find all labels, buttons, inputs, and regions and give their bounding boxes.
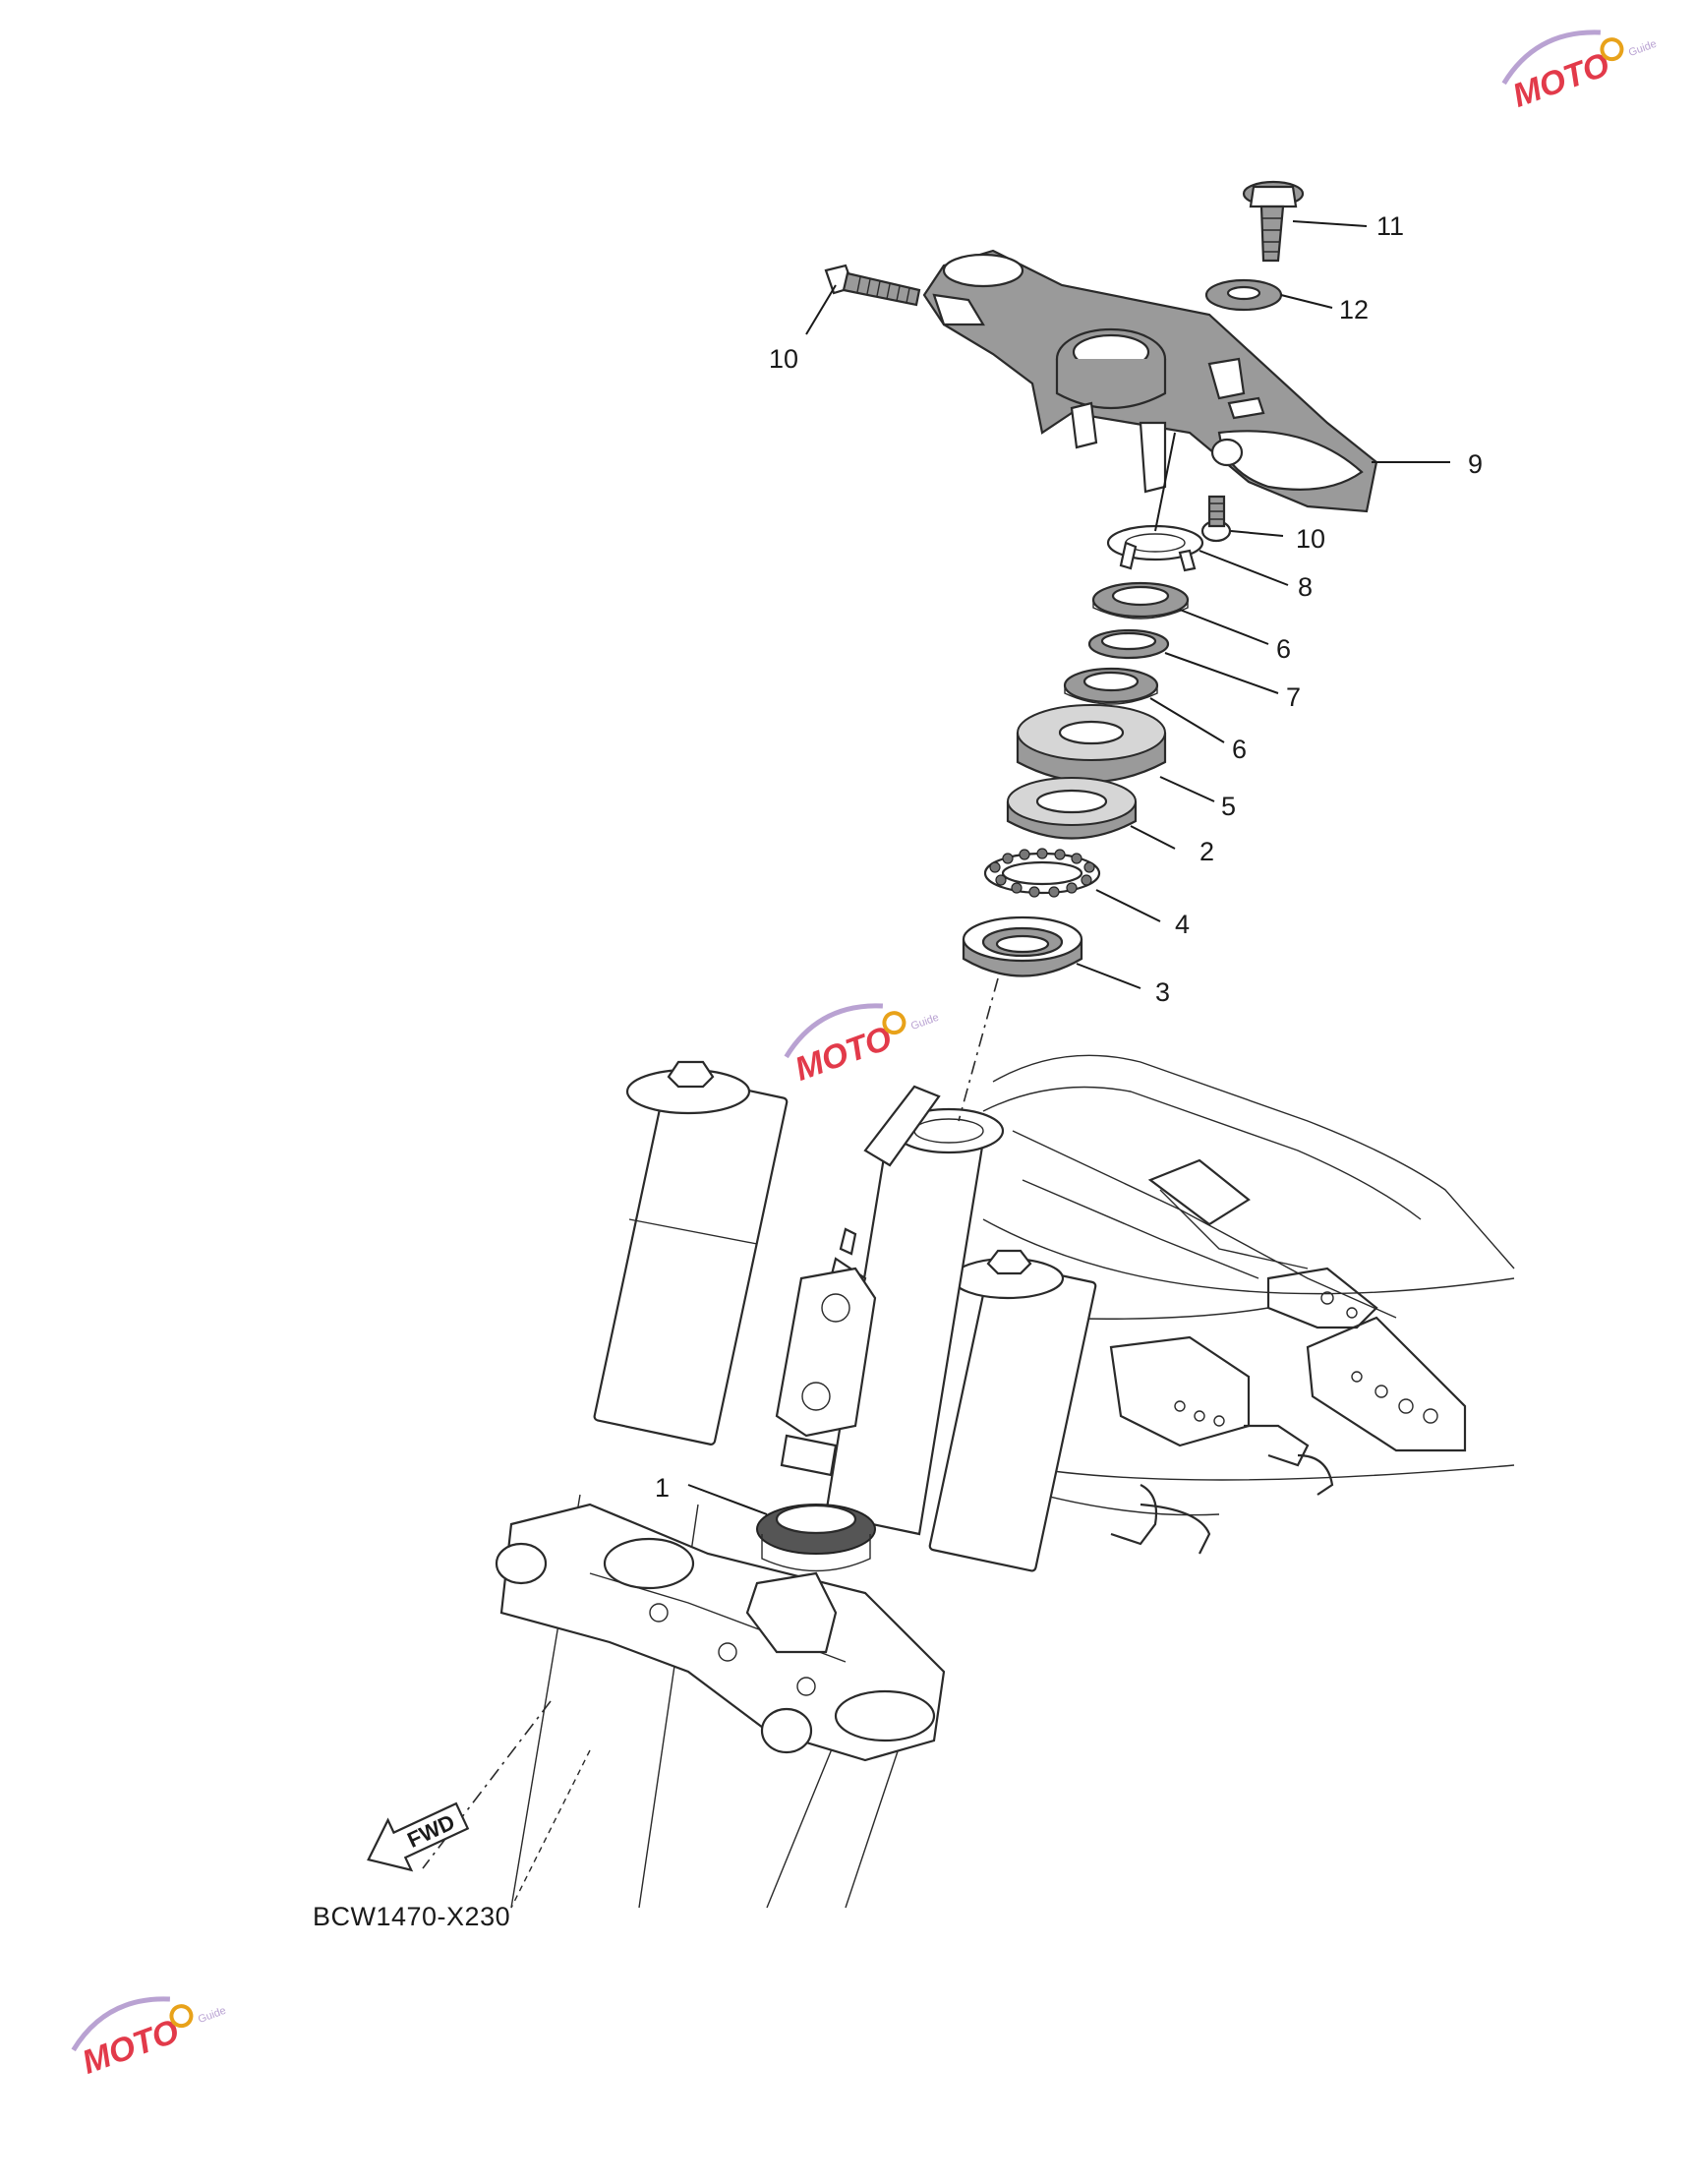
part-3-seal [962, 915, 1083, 977]
part-6-ring-nut-upper [1091, 581, 1190, 620]
part-10-long-bolt [824, 264, 985, 326]
callout-6-lower: 6 [1232, 735, 1247, 764]
fwd-arrow: FWD [367, 1801, 470, 1872]
watermark-sub: Guide [197, 2005, 228, 2026]
watermark-bottom-left: MOTO Guide [71, 1996, 228, 2082]
right-fork-tube [766, 1249, 1097, 1909]
part-8-lock-washer [1106, 524, 1204, 572]
part-9-upper-bracket [922, 249, 1378, 513]
steering-stem [775, 1085, 1005, 1536]
part-7-washer [1087, 628, 1170, 660]
callout-labels: 11 12 10 9 10 8 6 7 6 5 2 4 3 1 [655, 211, 1483, 1503]
left-fork-tube [510, 1060, 789, 1909]
part-11-bolt [1242, 180, 1305, 263]
callout-12: 12 [1339, 295, 1369, 325]
lower-bracket [495, 1503, 946, 1762]
frame-chassis [982, 1054, 1515, 1555]
part-10-short-bolt [1200, 495, 1232, 543]
watermark-sub: Guide [909, 1012, 941, 1033]
part-1-bearing [756, 1504, 876, 1572]
callout-9: 9 [1468, 449, 1483, 479]
part-2-race [1006, 777, 1138, 840]
watermark-top-right: MOTO Guide [1501, 30, 1659, 115]
callout-4: 4 [1175, 910, 1190, 939]
watermark-sub: Guide [1627, 38, 1659, 59]
part-6-ring-nut-lower [1063, 667, 1159, 705]
leader-lines [687, 220, 1450, 1515]
callout-1: 1 [655, 1473, 670, 1503]
callout-5: 5 [1221, 792, 1236, 821]
callout-11: 11 [1376, 211, 1404, 241]
part-4-bearing [983, 848, 1101, 898]
callout-10-upper: 10 [769, 344, 798, 374]
callout-7: 7 [1286, 682, 1301, 712]
part-5-cover [1016, 704, 1167, 783]
part-12-washer [1204, 278, 1283, 312]
assembly-axis [958, 977, 999, 1122]
callout-2: 2 [1199, 837, 1214, 866]
watermark-center: MOTO Guide [784, 1003, 941, 1089]
diagram-code: BCW1470-X230 [313, 1902, 510, 1931]
callout-6-upper: 6 [1276, 634, 1291, 664]
callout-3: 3 [1155, 977, 1170, 1007]
callout-8: 8 [1298, 572, 1313, 602]
callout-10-lower: 10 [1296, 524, 1325, 554]
